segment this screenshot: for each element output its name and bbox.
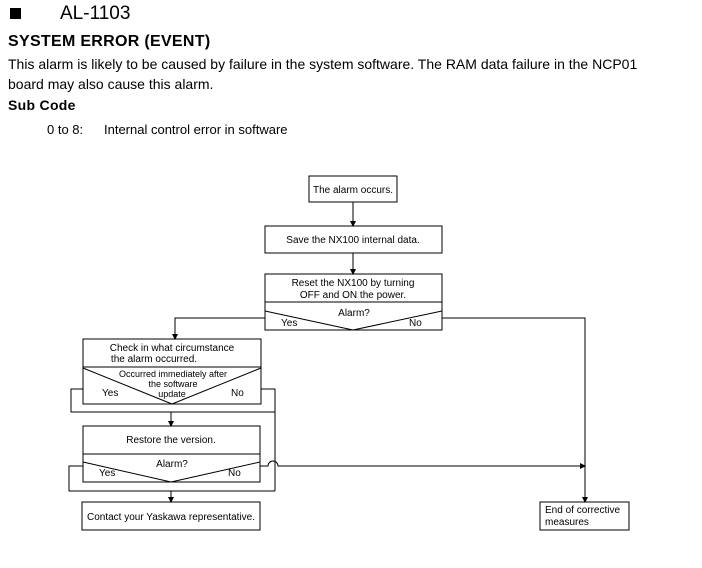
restore-yes-label: Yes	[99, 468, 115, 479]
alarm-code: AL-1103	[60, 3, 131, 24]
sub-code-heading: Sub Code	[8, 97, 76, 113]
check-text-line2: the alarm occurred.	[111, 354, 197, 365]
check-no-label: No	[231, 388, 244, 399]
occurred-text-line2: the software	[148, 379, 197, 389]
sub-code-range: 0 to 8:	[47, 122, 84, 137]
occurred-text-line1: Occurred immediately after	[119, 369, 227, 379]
occurred-text-line3: update	[158, 389, 186, 399]
reset-text-line1: Reset the NX100 by turning	[292, 278, 415, 289]
sub-code-description: Internal control error in software	[104, 122, 288, 137]
alarm-description-line2: board may also cause this alarm.	[8, 76, 214, 92]
start-text: The alarm occurs.	[313, 185, 393, 196]
reset-text-line2: OFF and ON the power.	[300, 290, 406, 301]
end-text-line2: measures	[545, 517, 589, 528]
alarm-title: SYSTEM ERROR (EVENT)	[8, 33, 211, 50]
restore-alarm-question: Alarm?	[156, 459, 188, 470]
restore-no-label: No	[228, 468, 241, 479]
section-bullet	[10, 8, 21, 19]
reset-alarm-question: Alarm?	[338, 308, 370, 319]
contact-text: Contact your Yaskawa representative.	[87, 512, 255, 523]
save-text: Save the NX100 internal data.	[286, 235, 419, 246]
check-text-line1: Check in what circumstance	[110, 343, 235, 354]
restore-text: Restore the version.	[126, 435, 216, 446]
reset-yes-label: Yes	[281, 318, 297, 329]
alarm-description-line1: This alarm is likely to be caused by fai…	[8, 56, 638, 72]
reset-no-label: No	[409, 318, 422, 329]
end-text-line1: End of corrective	[545, 505, 620, 516]
check-yes-label: Yes	[102, 388, 118, 399]
